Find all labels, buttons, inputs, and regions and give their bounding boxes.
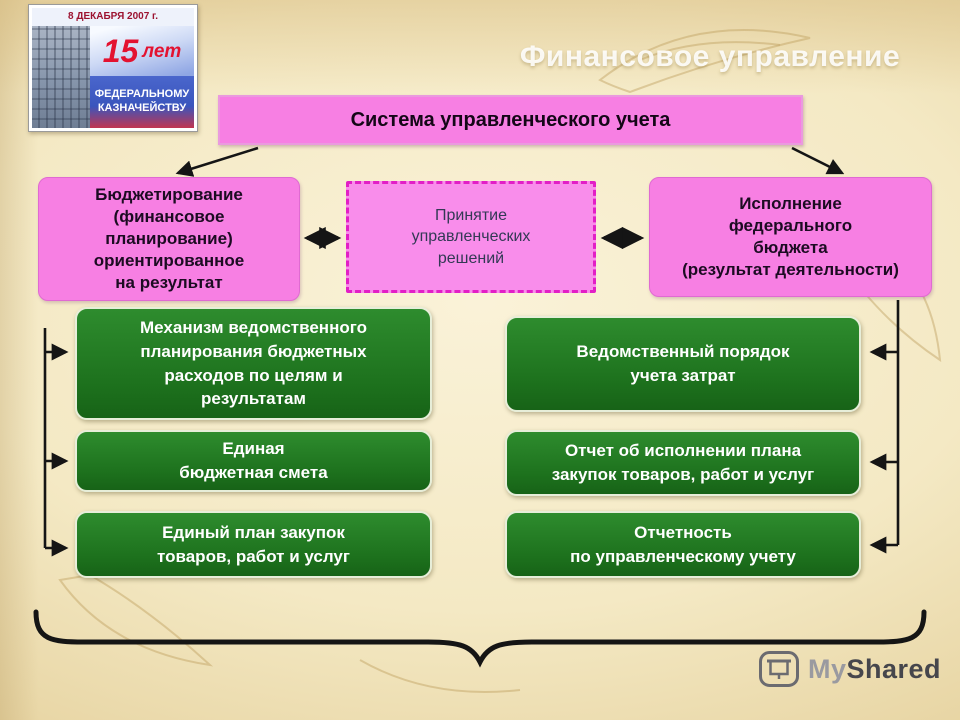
box-management-decisions-label: Принятие управленческих решений [411,206,531,267]
building-photo [32,26,90,128]
treasury-logo: 8 ДЕКАБРЯ 2007 г. 15 лет ФЕДЕРАЛЬНОМУ КА… [28,4,198,132]
box-budgeting: Бюджетирование (финансовое планирование)… [38,177,300,301]
box-budgeting-label: Бюджетирование (финансовое планирование)… [93,184,245,293]
logo-right-panel: 15 лет ФЕДЕРАЛЬНОМУ КАЗНАЧЕЙСТВУ [90,26,194,128]
logo-org-line1: ФЕДЕРАЛЬНОМУ [94,88,190,101]
box-management-reporting-label: Отчетность по управленческому учету [570,522,796,566]
box-planning-mechanism-label: Механизм ведомственного планирования бюд… [140,317,367,409]
myshared-text-my: My [808,653,847,684]
box-budget-execution: Исполнение федерального бюджета (результ… [649,177,932,297]
box-unified-procurement-plan: Единый план закупок товаров, работ и усл… [75,511,432,578]
box-unified-budget-estimate: Единая бюджетная смета [75,430,432,492]
logo-body: 15 лет ФЕДЕРАЛЬНОМУ КАЗНАЧЕЙСТВУ [32,26,194,128]
root-box-management-accounting: Система управленческого учета [218,95,803,145]
logo-years-word: лет [142,40,182,62]
box-procurement-report: Отчет об исполнении плана закупок товаро… [505,430,861,496]
box-unified-procurement-plan-label: Единый план закупок товаров, работ и усл… [157,522,350,566]
myshared-text-shared: Shared [846,653,942,684]
box-unified-budget-estimate-label: Единая бюджетная смета [179,439,328,482]
box-budget-execution-label: Исполнение федерального бюджета (результ… [682,193,899,280]
myshared-logo-text: MyShared [808,654,941,685]
myshared-watermark[interactable]: MyShared [758,650,941,688]
logo-years-number: 15 [102,33,139,69]
box-procurement-report-label: Отчет об исполнении плана закупок товаро… [551,441,815,484]
box-management-decisions: Принятие управленческих решений [346,181,596,293]
slide-title: Финансовое управление [519,40,901,73]
logo-org-line2: КАЗНАЧЕЙСТВУ [97,102,187,114]
myshared-screen-icon [759,651,799,687]
box-cost-accounting-order-label: Ведомственный порядок учета затрат [576,342,790,385]
box-cost-accounting-order: Ведомственный порядок учета затрат [505,316,861,412]
box-management-reporting: Отчетность по управленческому учету [505,511,861,578]
box-planning-mechanism: Механизм ведомственного планирования бюд… [75,307,432,420]
root-box-label: Система управленческого учета [350,108,671,131]
logo-anniversary: 15 лет [90,26,194,76]
logo-organization: ФЕДЕРАЛЬНОМУ КАЗНАЧЕЙСТВУ [90,76,194,128]
logo-date-text: 8 ДЕКАБРЯ 2007 г. [32,8,194,26]
